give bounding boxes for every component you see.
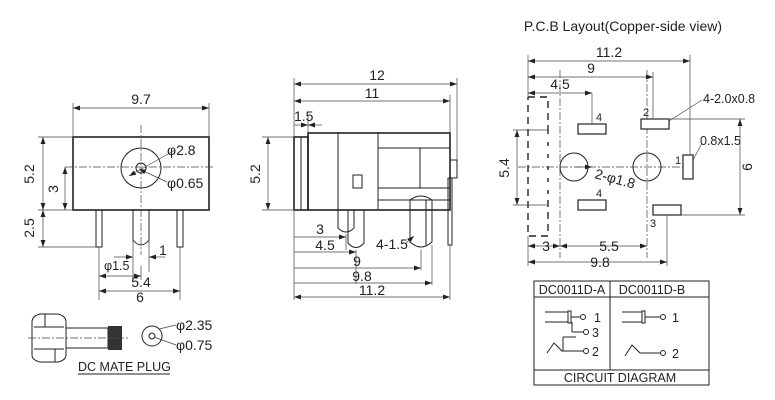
circuit-a-pin-3: 3 xyxy=(592,326,599,340)
dim-side-4-1-5: 4-1.5 xyxy=(376,236,408,252)
circuit-a-pin xyxy=(545,311,569,323)
front-leg-right xyxy=(176,209,184,248)
dim-width-5-4: 5.4 xyxy=(131,274,151,290)
dim-leg-2-5: 2.5 xyxy=(21,218,37,238)
pcb-pin-label-4-bottom: 4 xyxy=(596,188,602,200)
dim-side-11: 11 xyxy=(365,85,380,101)
plug-dim-2-35: φ2.35 xyxy=(176,317,213,333)
pcb-pad-4-bottom xyxy=(577,199,607,211)
dim-phi-1-5: φ1.5 xyxy=(104,259,130,273)
front-view: 9.7 5.2 3 2.5 φ2.8 φ0.65 φ1.5 1 5.4 6 xyxy=(21,91,215,305)
plug-end-outer xyxy=(141,325,163,347)
plug-body xyxy=(31,313,67,363)
pcb-outline-left xyxy=(527,97,549,237)
pcb-dim-6: 6 xyxy=(739,163,755,171)
side-rear-tab xyxy=(449,159,458,179)
circuit-col-a: DC0011D-A xyxy=(539,283,606,297)
pcb-dim-4-5: 4.5 xyxy=(550,76,570,92)
side-pin-b xyxy=(409,195,433,248)
side-latch xyxy=(352,174,363,189)
plug-dim-0-75: φ0.75 xyxy=(176,337,213,353)
circuit-b-pin-2: 2 xyxy=(672,347,679,361)
dc-mate-plug: φ2.35 φ0.75 DC MATE PLUG xyxy=(28,313,213,375)
circuit-a-pin-2: 2 xyxy=(592,345,599,359)
circuit-b-pin xyxy=(622,311,643,323)
pcb-dim-3: 3 xyxy=(542,238,550,254)
pcb-dim-5-4: 5.4 xyxy=(496,158,512,178)
plug-end-inner xyxy=(148,332,156,340)
dim-phi-2-8: φ2.8 xyxy=(167,142,196,158)
pcb-dim-5-5: 5.5 xyxy=(599,238,619,254)
pcb-pad-3 xyxy=(652,204,682,216)
circuit-a-pin-1: 1 xyxy=(594,311,601,325)
circuit-b-pin-1: 1 xyxy=(672,311,679,325)
circuit-table-border xyxy=(533,280,710,386)
dim-side-5-2: 5.2 xyxy=(247,164,263,184)
pcb-layout: P.C.B Layout(Copper-side view) xyxy=(496,18,755,270)
dim-width-6: 6 xyxy=(136,289,144,305)
circuit-col-b: DC0011D-B xyxy=(619,283,685,297)
circuit-diagram: DC0011D-A DC0011D-B CIRCUIT DIAGRAM 1 3 … xyxy=(533,280,710,386)
side-pin-a xyxy=(347,210,365,248)
dim-side-9-8: 9.8 xyxy=(352,268,372,284)
dim-width-9-7: 9.7 xyxy=(131,91,151,107)
circuit-b-spring xyxy=(624,344,660,357)
pcb-pad-4-top xyxy=(577,123,607,135)
pcb-dim-slot: 4-2.0x0.8 xyxy=(703,92,755,106)
pcb-title: P.C.B Layout(Copper-side view) xyxy=(524,18,722,34)
pcb-pin-label-2: 2 xyxy=(643,107,649,119)
dim-center-3: 3 xyxy=(45,185,61,193)
plug-caption: DC MATE PLUG xyxy=(78,360,171,374)
dim-side-1-5: 1.5 xyxy=(294,108,314,124)
leader-phi28 xyxy=(128,149,176,177)
front-leg-left xyxy=(95,209,103,248)
pcb-pin-label-1: 1 xyxy=(675,155,681,167)
side-view: 12 11 1.5 5.2 3 4.5 4-1.5 9 9.8 11.2 xyxy=(247,67,458,300)
dim-side-12: 12 xyxy=(369,67,385,83)
pcb-pad-2 xyxy=(640,118,670,130)
pcb-dim-11-2: 11.2 xyxy=(596,44,622,60)
pcb-dim-9: 9 xyxy=(587,60,595,76)
socket-hole-outer xyxy=(120,147,162,189)
pcb-pin-label-3: 3 xyxy=(650,218,656,230)
dim-side-9: 9 xyxy=(353,253,361,269)
circuit-caption: CIRCUIT DIAGRAM xyxy=(564,371,676,385)
pcb-pin-label-4-top: 4 xyxy=(596,112,602,124)
circuit-a-spring xyxy=(546,342,583,354)
pcb-hole-right xyxy=(632,152,662,182)
dim-pin-1: 1 xyxy=(159,242,167,258)
dim-phi-0-65: φ0.65 xyxy=(167,175,204,191)
dim-height-5-2: 5.2 xyxy=(21,164,37,184)
pcb-pad-1 xyxy=(682,154,694,180)
dim-side-3: 3 xyxy=(316,221,324,237)
dim-side-4-5: 4.5 xyxy=(315,237,335,253)
pcb-dim-0-8x1-5: 0.8x1.5 xyxy=(700,134,741,148)
pcb-dim-9-8: 9.8 xyxy=(590,254,610,270)
side-short-pin xyxy=(337,210,355,233)
dim-side-11-2: 11.2 xyxy=(359,282,385,298)
pcb-outline-top-left xyxy=(528,96,549,130)
leader-phi065 xyxy=(138,168,168,183)
